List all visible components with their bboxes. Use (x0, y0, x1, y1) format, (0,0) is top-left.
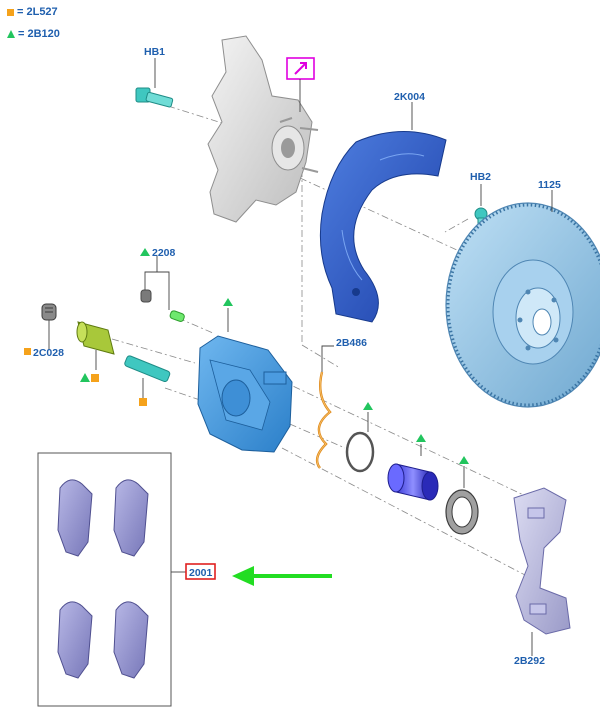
label-2001-highlight (185, 563, 216, 580)
label-hb1: HB1 (144, 46, 165, 58)
green-triangle-icon (7, 30, 15, 38)
label-1125: 1125 (538, 179, 561, 191)
label-hb2: HB2 (470, 171, 491, 183)
brake-pad-set (57, 479, 149, 679)
green-triangle-icon (459, 456, 469, 464)
guide-pin-bushing-parts (140, 289, 185, 322)
orange-square-icon (139, 398, 147, 406)
piston-seal-ring (345, 431, 375, 473)
brake-pads-box (37, 452, 172, 707)
brake-wear-sensor-wire (315, 371, 332, 469)
legend-square-row: = 2L527 (7, 6, 58, 18)
guide-pin (124, 355, 171, 383)
guide-sleeve (76, 321, 115, 355)
green-triangle-icon (140, 248, 150, 256)
caliper-piston (387, 463, 439, 501)
magenta-callout-icon (286, 57, 315, 80)
label-2k004: 2K004 (394, 91, 425, 103)
label-2b486: 2B486 (336, 337, 367, 349)
legend-square-text: = 2L527 (17, 6, 58, 18)
label-2c028: 2C028 (33, 347, 64, 359)
steering-knuckle (207, 35, 319, 223)
green-arrow-icon (232, 566, 332, 586)
caliper-bracket (513, 487, 571, 635)
label-2208: 2208 (152, 247, 176, 259)
orange-square-icon (7, 8, 14, 16)
label-2001: 2001 (189, 567, 213, 579)
brake-dust-shield (319, 131, 447, 323)
green-triangle-icon (80, 373, 90, 382)
label-2b292: 2B292 (514, 655, 545, 667)
legend-triangle-row: = 2B120 (7, 28, 60, 40)
brake-caliper (197, 335, 293, 453)
green-triangle-icon (223, 298, 233, 306)
green-triangle-icon (363, 402, 373, 410)
orange-square-icon (24, 348, 31, 355)
orange-square-icon (91, 374, 99, 382)
piston-dust-boot (445, 489, 479, 535)
caliper-cap (41, 303, 57, 321)
legend-triangle-text: = 2B120 (18, 28, 60, 40)
hb1-bolt (135, 87, 174, 108)
green-triangle-icon (416, 434, 426, 442)
brake-disc (445, 202, 600, 408)
